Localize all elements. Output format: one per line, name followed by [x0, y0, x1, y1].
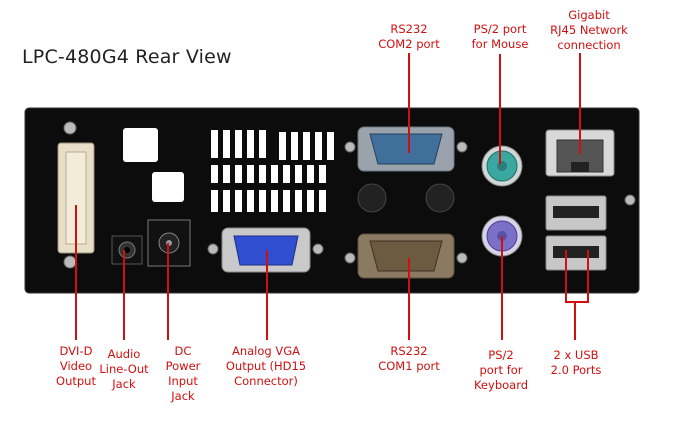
serial-com1-icon [357, 233, 455, 279]
label-ps2-mouse: PS/2 port for Mouse [471, 22, 529, 51]
label-audio: Audio Line-Out Jack [99, 347, 149, 391]
label-ps2-keyboard: PS/2 port for Keyboard [473, 348, 529, 392]
vent-slots [123, 128, 334, 212]
serial-com2-icon [357, 126, 455, 172]
audio-jack-icon [111, 235, 143, 265]
label-vga: Analog VGA Output (HD15 Connector) [225, 344, 307, 388]
label-com1: RS232 COM1 port [378, 344, 440, 373]
panel-screws [63, 121, 636, 269]
page-title: LPC-480G4 Rear View [22, 46, 232, 68]
dvi-connector-icon [57, 142, 95, 254]
label-gigabit: Gigabit RJ45 Network connection [550, 8, 628, 52]
knockout-holes [357, 183, 455, 213]
ps2-mouse-icon [481, 145, 523, 187]
label-com2: RS232 COM2 port [378, 22, 440, 51]
label-dvi: DVI-D Video Output [56, 344, 96, 388]
label-usb: 2 x USB 2.0 Ports [550, 348, 602, 377]
usb-port-icon [545, 195, 607, 271]
label-dc: DC Power Input Jack [165, 344, 201, 403]
callout-lines [75, 53, 589, 340]
